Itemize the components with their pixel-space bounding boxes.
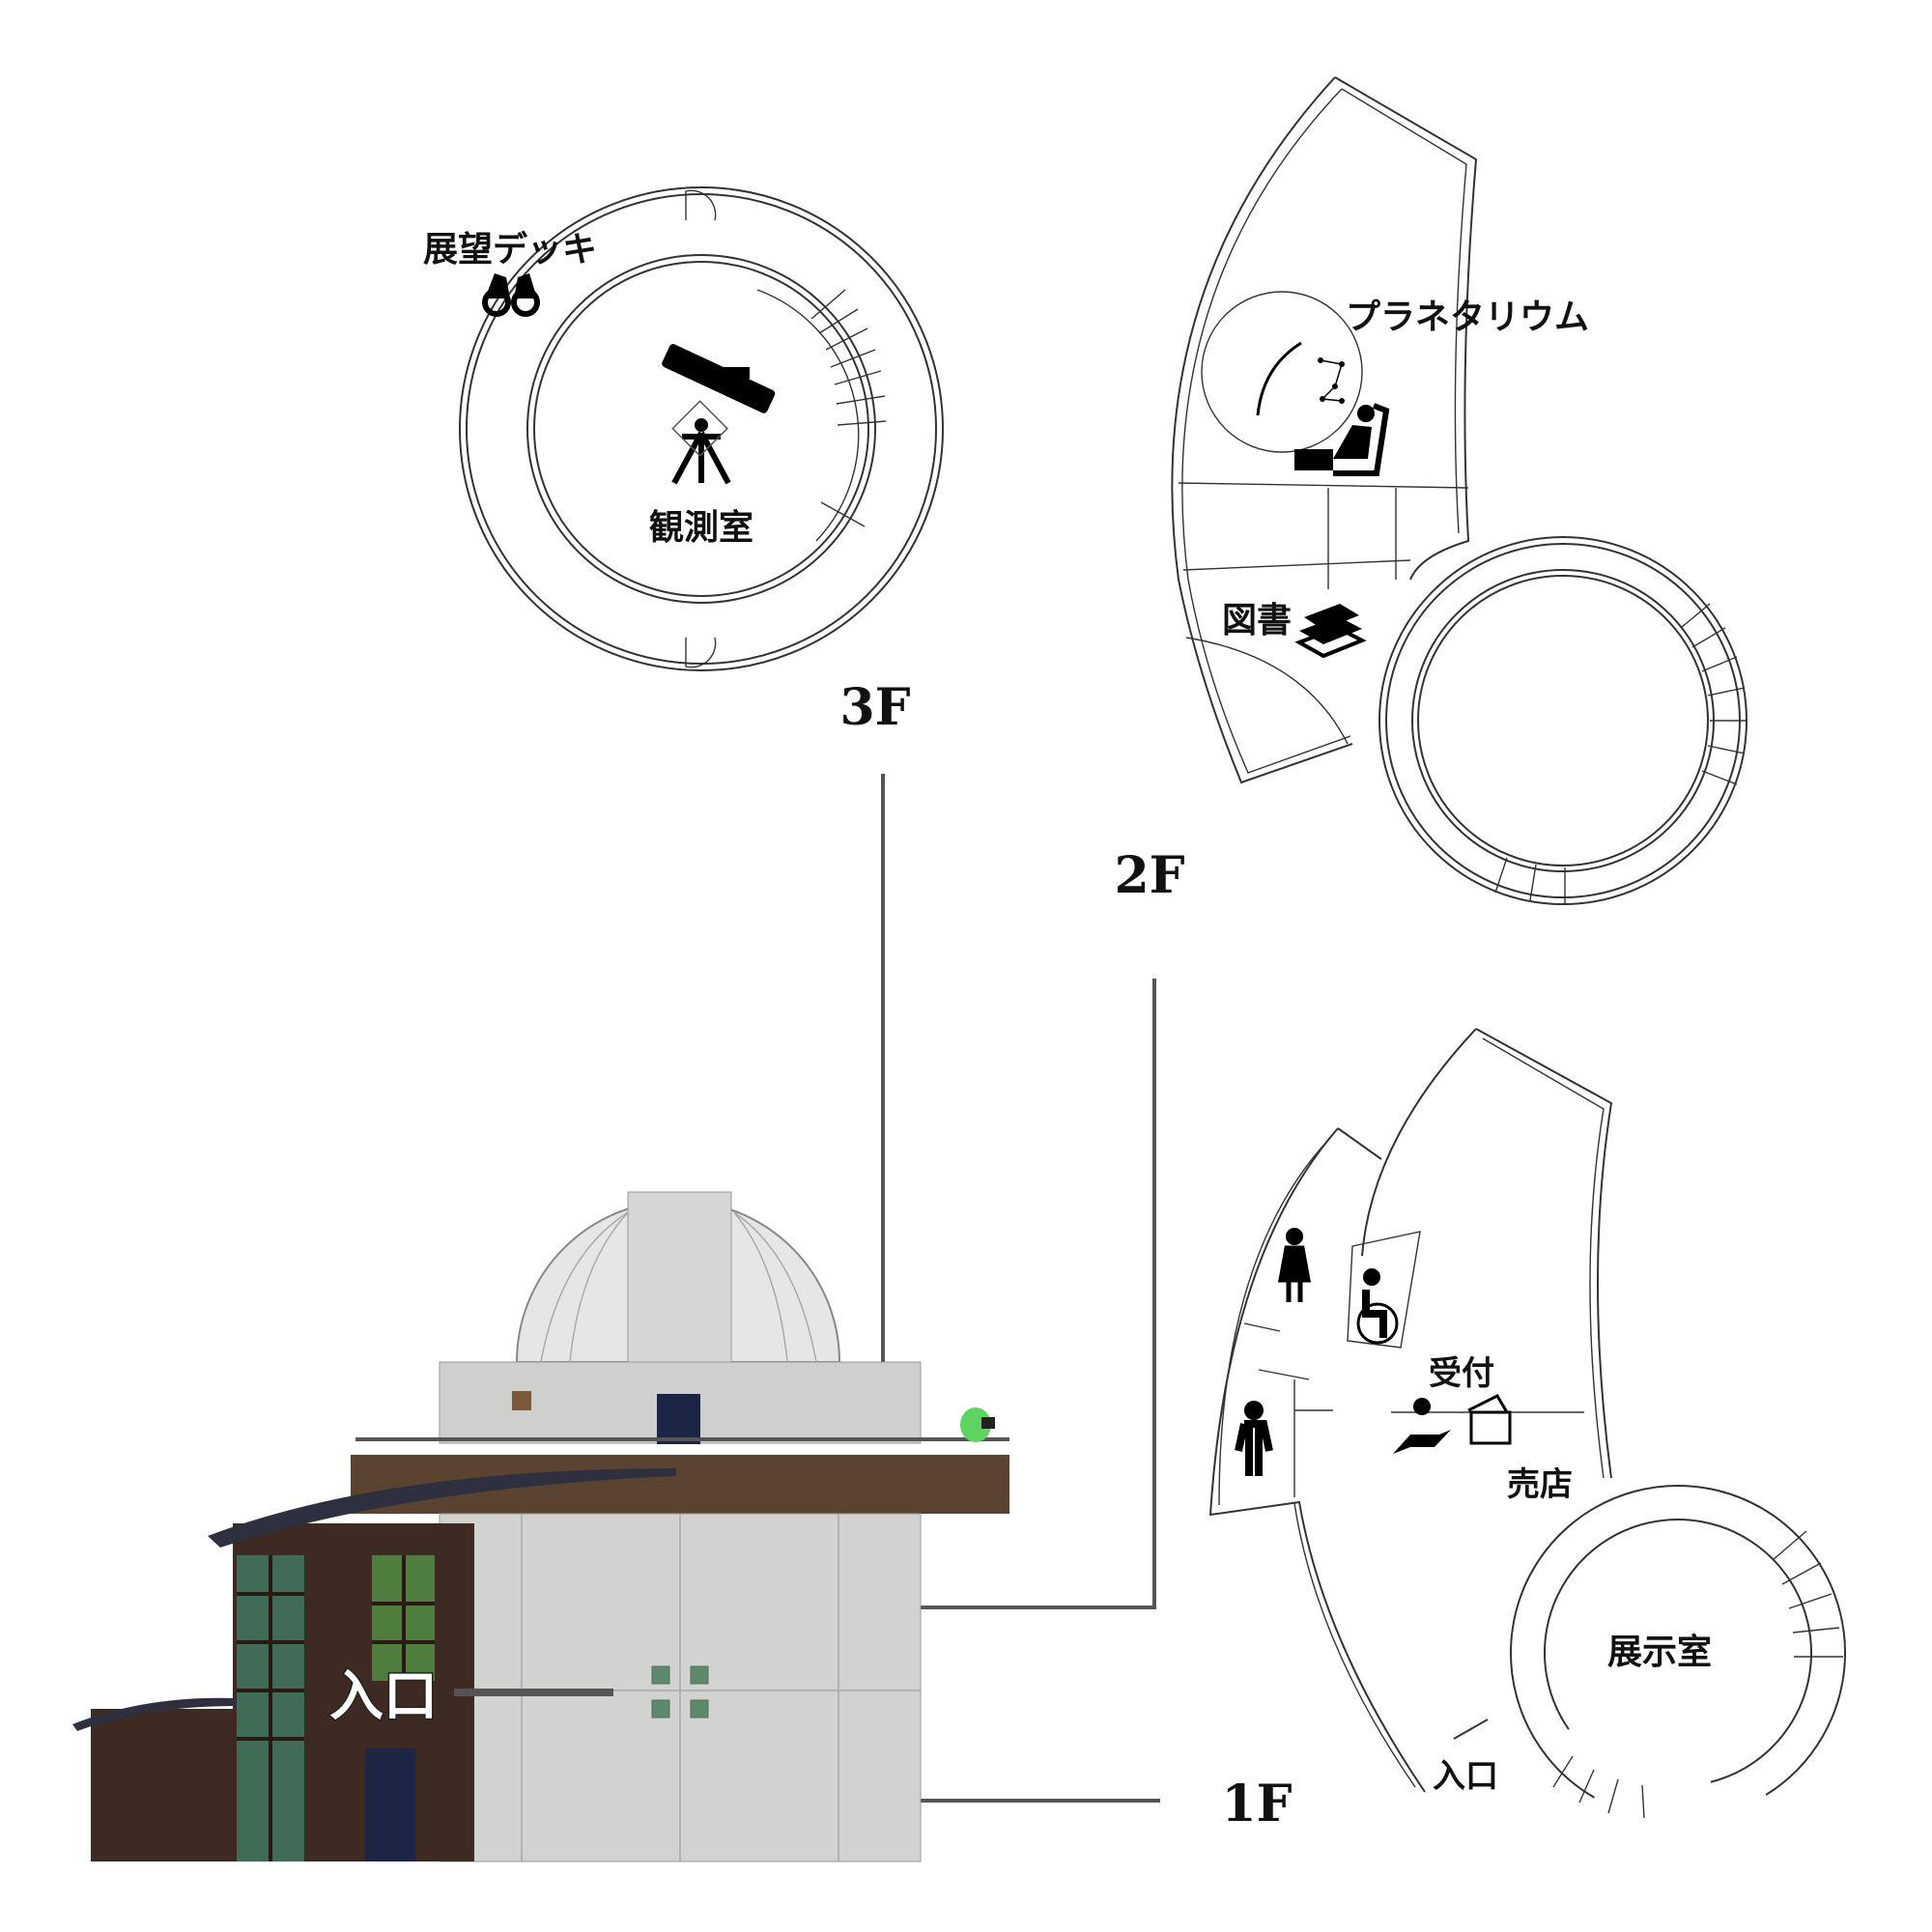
mascot-icon	[960, 1407, 995, 1442]
glass-block-windows	[651, 1665, 709, 1719]
reception-payment-icon	[1393, 1394, 1512, 1454]
floor-plan-1f: 受付 売店 展示室 入口 1F	[1208, 1028, 1846, 1833]
entrance-label: 入口	[329, 1665, 438, 1728]
room-label-observatory: 観測室	[649, 508, 753, 548]
constellation-icon	[1256, 341, 1345, 416]
female-restroom-icon	[1278, 1228, 1311, 1302]
male-restroom-icon	[1235, 1401, 1273, 1476]
leader-line-2f	[883, 979, 1156, 1609]
sign-board	[512, 1391, 531, 1410]
dome-slit	[627, 1191, 732, 1363]
main-roof	[208, 1468, 676, 1548]
floor-plan-2f: プラネタリウム 図書 2F	[1114, 76, 1747, 905]
floor-label-2f: 2F	[1114, 846, 1184, 905]
binoculars-icon	[482, 273, 540, 317]
stairs-2f	[1494, 603, 1747, 903]
room-label-exhibition: 展示室	[1607, 1633, 1712, 1672]
wheelchair-restroom-icon	[1356, 1268, 1399, 1345]
reclining-seat-icon	[1294, 403, 1390, 476]
floor-label-1f: 1F	[1221, 1775, 1292, 1833]
stairs-3f	[810, 289, 887, 527]
floor-label-3f: 3F	[839, 678, 910, 737]
room-label-entrance: 入口	[1433, 1757, 1498, 1796]
stairs-1f	[1552, 1530, 1843, 1819]
room-label-planetarium: プラネタリウム	[1346, 298, 1589, 337]
room-label-library: 図書	[1222, 601, 1292, 640]
low-wing	[91, 1709, 236, 1861]
room-label-shop: 売店	[1507, 1465, 1573, 1504]
room-label-deck: 展望デッキ	[423, 229, 597, 270]
building-elevation: 入口	[72, 1191, 1009, 1862]
telescope-icon	[662, 344, 776, 485]
upper-door	[657, 1394, 700, 1444]
low-wing-roof	[72, 1697, 237, 1731]
room-label-reception: 受付	[1429, 1354, 1494, 1393]
entrance-door	[365, 1748, 415, 1861]
floor-plan-3f: 展望デッキ 観測室 3F	[423, 186, 944, 737]
books-icon	[1294, 604, 1367, 659]
entrance-canopy	[454, 1689, 613, 1696]
